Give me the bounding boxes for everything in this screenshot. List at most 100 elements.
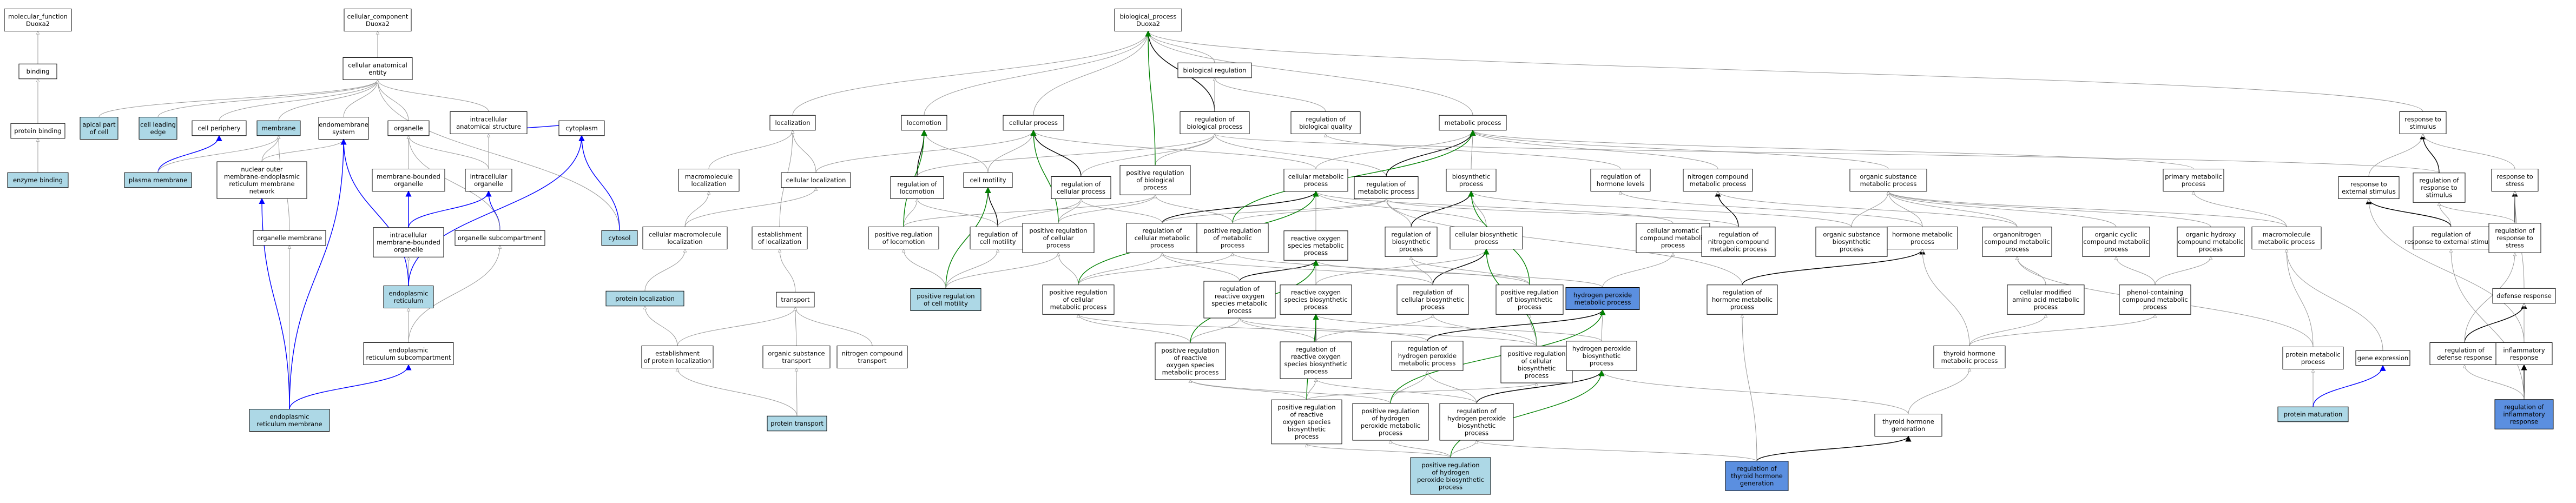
go-term-node-cmot[interactable]: cell motility bbox=[963, 172, 1013, 188]
go-term-node-pmat[interactable]: protein maturation bbox=[2277, 406, 2349, 422]
go-term-node-transport[interactable]: transport bbox=[776, 292, 815, 308]
go-term-node-om[interactable]: organelle membrane bbox=[253, 230, 326, 246]
go-term-node-cp[interactable]: cellular process bbox=[1003, 115, 1064, 131]
go-term-node-cyto[interactable]: cytoplasm bbox=[558, 120, 605, 136]
go-term-node-gexp[interactable]: gene expression bbox=[2355, 350, 2410, 366]
go-term-node-ploc[interactable]: protein localization bbox=[605, 290, 684, 307]
go-term-node-dres[interactable]: defense response bbox=[2492, 288, 2556, 304]
go-term-node-pm[interactable]: plasma membrane bbox=[124, 172, 192, 188]
go-term-node-nom[interactable]: nuclear outermembrane-endoplasmicreticul… bbox=[216, 161, 307, 199]
go-term-node-mp[interactable]: metabolic process bbox=[1439, 115, 1507, 131]
go-term-node-cloc[interactable]: cellular localization bbox=[781, 172, 851, 188]
go-term-node-cper[interactable]: cell periphery bbox=[192, 120, 247, 136]
go-term-node-breg[interactable]: biological regulation bbox=[1177, 62, 1252, 78]
go-term-node-cytosol[interactable]: cytosol bbox=[601, 230, 638, 246]
go-term-node-eb[interactable]: enzyme binding bbox=[7, 172, 69, 188]
go-term-node-pb[interactable]: protein binding bbox=[10, 123, 65, 139]
go-term-node-locom[interactable]: locomotion bbox=[901, 115, 947, 131]
go-term-node-binding[interactable]: binding bbox=[18, 63, 57, 80]
go-term-node-org[interactable]: organelle bbox=[387, 120, 430, 136]
go-term-node-osub[interactable]: organelle subcompartment bbox=[454, 230, 545, 246]
go-term-node-ptrans[interactable]: protein transport bbox=[767, 415, 827, 432]
